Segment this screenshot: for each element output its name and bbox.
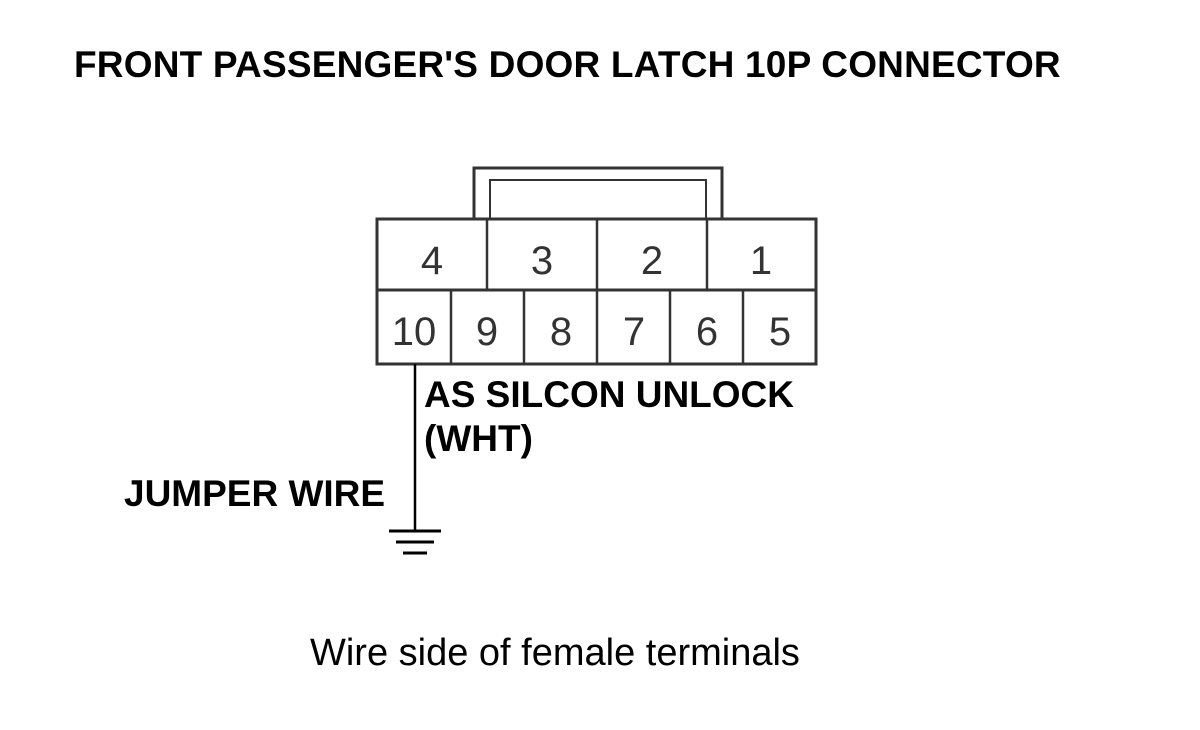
top-row-cells xyxy=(485,219,709,290)
pin-10: 10 xyxy=(392,310,437,354)
pin-8: 8 xyxy=(550,310,572,354)
pin-7-label: 7 xyxy=(623,310,645,354)
pin-7: 7 xyxy=(623,310,645,354)
pin-6-label: 6 xyxy=(696,310,718,354)
pin-3: 3 xyxy=(531,239,553,283)
pin-2: 2 xyxy=(641,239,663,283)
diagram-caption: Wire side of female terminals xyxy=(310,632,800,674)
pin-5: 5 xyxy=(769,310,791,354)
ground-icon xyxy=(389,529,441,555)
pin-1-label: 1 xyxy=(750,239,772,283)
pin-2-label: 2 xyxy=(641,239,663,283)
pin-9: 9 xyxy=(476,310,498,354)
pin-10-label: 10 xyxy=(392,310,437,354)
pin-3-label: 3 xyxy=(531,239,553,283)
pin-1: 1 xyxy=(750,239,772,283)
wire-label-line1: AS SILCON UNLOCK xyxy=(424,374,794,415)
pin-4-label: 4 xyxy=(421,239,443,283)
bottom-row-cells xyxy=(449,290,745,364)
connector-lock-tab xyxy=(472,166,724,219)
pin-5-label: 5 xyxy=(769,310,791,354)
pin-8-label: 8 xyxy=(550,310,572,354)
pin-6: 6 xyxy=(696,310,718,354)
jumper-wire-label: JUMPER WIRE xyxy=(124,473,385,514)
pin-9-label: 9 xyxy=(476,310,498,354)
pin-4: 4 xyxy=(421,239,443,283)
wire-label-line2: (WHT) xyxy=(424,418,533,459)
diagram-title: FRONT PASSENGER'S DOOR LATCH 10P CONNECT… xyxy=(74,44,1061,85)
